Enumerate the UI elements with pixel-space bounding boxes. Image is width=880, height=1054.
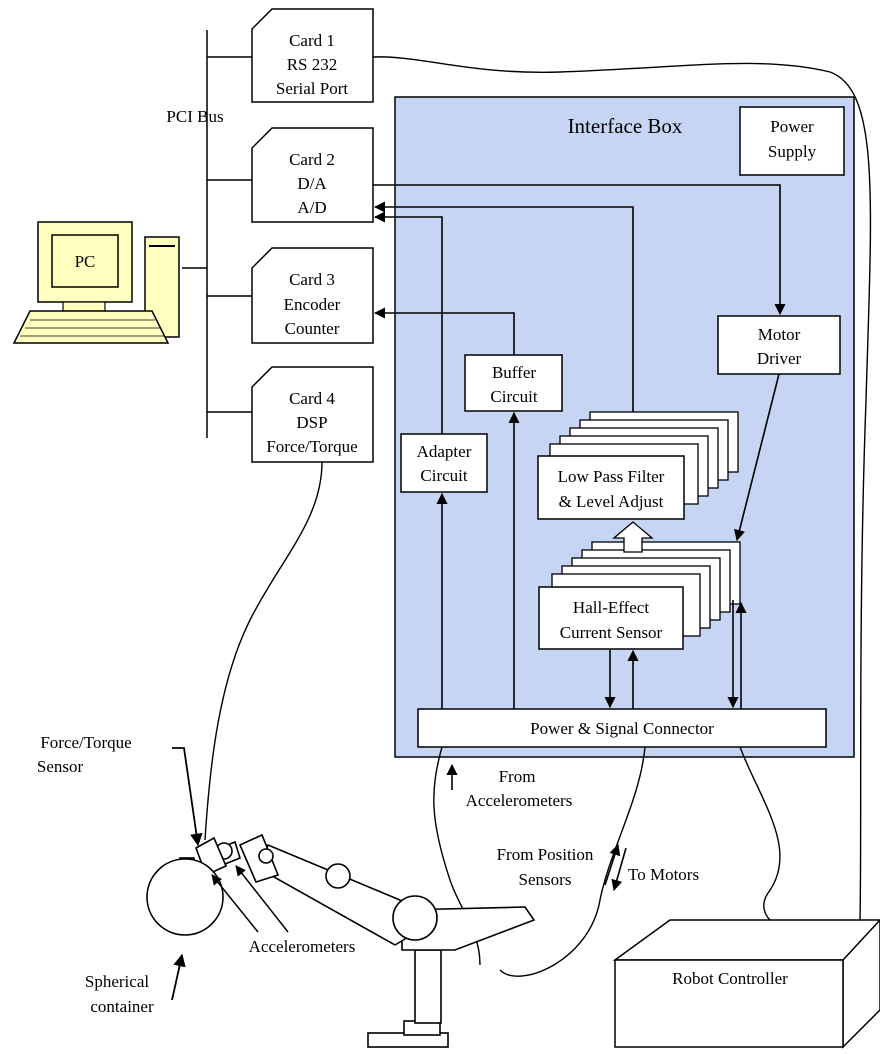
hall-effect-stack: Hall-Effect Current Sensor: [538, 541, 741, 650]
adapter-circuit-line-2: Circuit: [420, 466, 467, 485]
card-1-line-2: RS 232: [287, 55, 338, 74]
card-1: Card 1 RS 232 Serial Port: [251, 8, 374, 103]
card-3-line-3: Counter: [285, 319, 340, 338]
motor-driver-line-1: Motor: [758, 325, 801, 344]
force-torque-line-1: Force/Torque: [40, 733, 131, 752]
low-pass-filter-line-1: Low Pass Filter: [558, 467, 665, 486]
power-signal-connector: [417, 708, 827, 748]
card-4-line-2: DSP: [296, 413, 327, 432]
buffer-circuit-line-2: Circuit: [490, 387, 537, 406]
power-supply-line-1: Power: [770, 117, 814, 136]
hall-effect-line-2: Current Sensor: [560, 623, 663, 642]
hall-effect-box: [538, 586, 684, 650]
card-2-line-2: D/A: [297, 174, 327, 193]
card-3: Card 3 Encoder Counter: [251, 247, 374, 344]
motor-driver-line-2: Driver: [757, 349, 802, 368]
adapter-circuit-box: [400, 433, 488, 493]
robot-arm: [146, 833, 536, 1048]
accelerometers-label: Accelerometers: [249, 937, 356, 956]
card-3-line-1: Card 3: [289, 270, 335, 289]
pc-keyboard: [12, 310, 170, 344]
pci-bus-label: PCI Bus: [166, 107, 223, 126]
power-supply-box: [739, 106, 845, 176]
pc-screen: [51, 234, 119, 288]
card-2-line-1: Card 2: [289, 150, 335, 169]
low-pass-filter-box: [537, 455, 685, 520]
from-accelerometers-line-2: Accelerometers: [466, 791, 573, 810]
robot-controller-label: Robot Controller: [672, 969, 788, 988]
interface-box-title: Interface Box: [568, 114, 683, 138]
power-supply-line-2: Supply: [768, 142, 817, 161]
motor-driver-box: [717, 315, 841, 375]
card-2: Card 2 D/A A/D: [251, 127, 374, 223]
signal-lines: [373, 184, 786, 709]
from-accelerometers-line-1: From: [499, 767, 536, 786]
pc-label: PC: [75, 252, 96, 271]
hollow-up-arrow: [612, 521, 654, 553]
robot-controller: Robot Controller: [612, 918, 880, 1049]
card-4: Card 4 DSP Force/Torque: [251, 366, 374, 463]
card-4-line-3: Force/Torque: [266, 437, 357, 456]
connector-label: Power & Signal Connector: [530, 719, 714, 738]
from-position-line-1: From Position: [497, 845, 594, 864]
low-pass-filter-line-2: & Level Adjust: [559, 492, 664, 511]
hall-effect-line-1: Hall-Effect: [573, 598, 649, 617]
spherical-container-line-1: Spherical: [85, 972, 149, 991]
spherical-container-line-2: container: [90, 997, 154, 1016]
from-position-line-2: Sensors: [519, 870, 572, 889]
buffer-circuit-box: [464, 354, 563, 412]
force-torque-line-2: Sensor: [37, 757, 84, 776]
low-pass-filter-stack: Low Pass Filter & Level Adjust: [537, 411, 739, 520]
card-1-line-1: Card 1: [289, 31, 335, 50]
spherical-container-shape: [146, 858, 224, 936]
to-motors-label: To Motors: [628, 865, 699, 884]
card-4-line-1: Card 4: [289, 389, 335, 408]
buffer-circuit-line-1: Buffer: [492, 363, 536, 382]
card-3-line-2: Encoder: [284, 295, 341, 314]
pc-computer: PC: [12, 221, 180, 344]
adapter-circuit-line-1: Adapter: [417, 442, 472, 461]
card-2-line-3: A/D: [297, 198, 326, 217]
card-1-line-3: Serial Port: [276, 79, 349, 98]
